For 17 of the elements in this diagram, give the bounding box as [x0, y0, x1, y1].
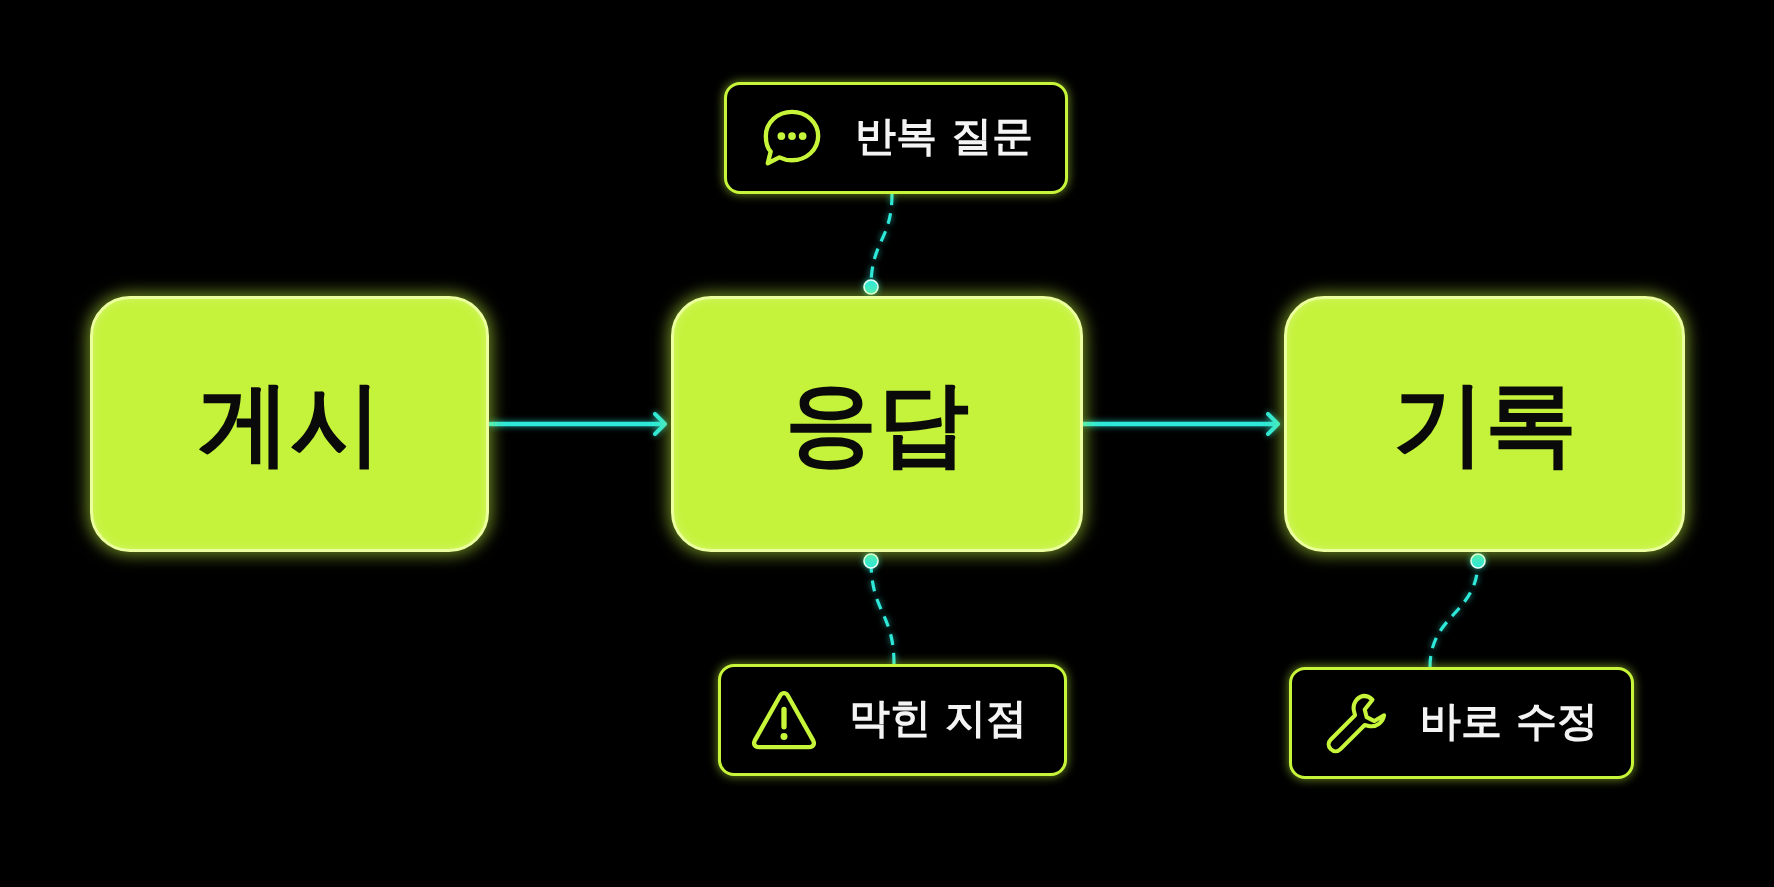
callout-box [1289, 667, 1634, 779]
process-box [1284, 296, 1685, 552]
leader-line [863, 553, 896, 665]
callout-label: 바로 수정 [1420, 697, 1599, 747]
callout-box [718, 664, 1067, 776]
process-box [671, 296, 1083, 552]
arrow [1083, 412, 1280, 436]
box-label: 응답 [785, 373, 969, 475]
leader-line [863, 193, 894, 295]
process-box [90, 296, 489, 552]
leader-line [1428, 553, 1486, 668]
box-label: 기록 [1392, 373, 1577, 475]
box-label: 게시 [197, 373, 382, 475]
callout-label: 막힌 지점 [849, 694, 1028, 744]
callout-label: 반복 질문 [855, 112, 1034, 162]
callout-box [724, 82, 1068, 194]
arrow [489, 412, 667, 436]
